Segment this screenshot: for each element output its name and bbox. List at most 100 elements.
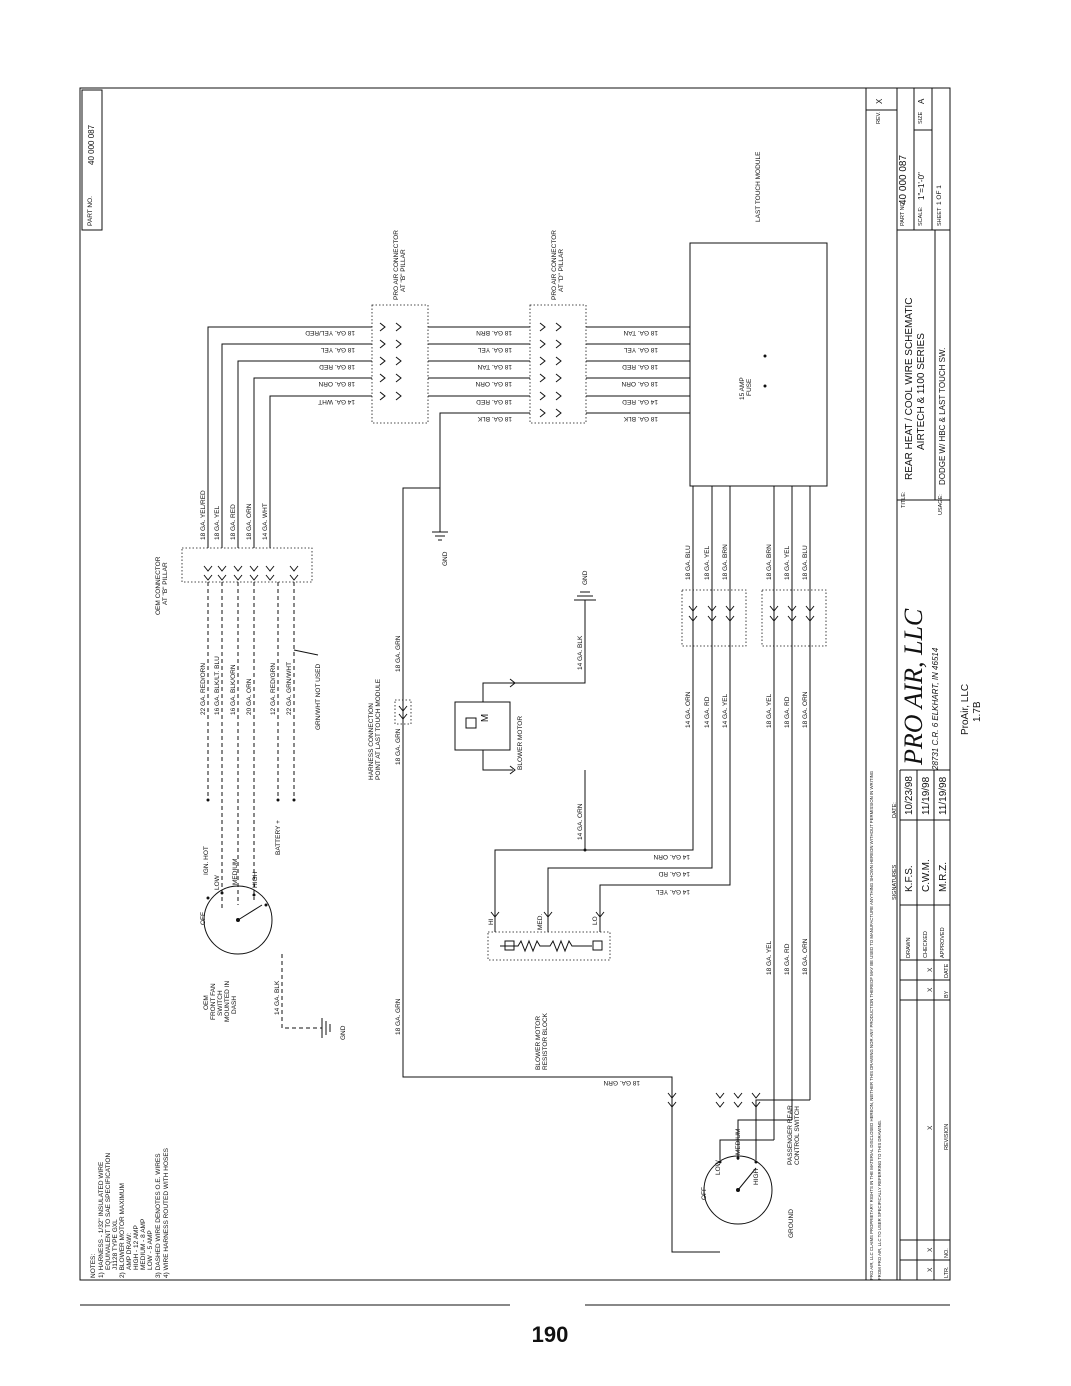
res-med-label: MED. [537,914,544,930]
res-lo-label: LO [592,916,599,925]
wire-label: 18 GA. ORN [802,691,809,728]
switch-contact [718,1160,722,1164]
wire-label: 18 GA. RED [319,363,355,370]
pillar-connector-b [371,304,429,424]
wire-label: 18 GA. RED [230,504,237,540]
wire-label: 18 GA. ORN [318,380,355,387]
rev-col-revision: REVISION [944,1124,950,1150]
size-label: SIZE [918,111,924,124]
title-block [865,87,951,1281]
switch-contact [206,896,210,900]
ground-symbol-motor [574,591,596,601]
signature-name: M.R.Z. [938,862,949,892]
switch-contact [220,891,224,895]
wire-label: 18 GA. YEL/RED [200,490,207,540]
rev-value: X [927,1247,934,1252]
component-label: FRONT FAN [210,983,217,1020]
wire-label: 18 GA. BRN [766,544,773,580]
wire-label: 14 GA. YEL [722,693,729,728]
wire-label: 16 GA. BLK/ORN [230,664,237,715]
connector-chevrons-top [379,322,562,418]
part-no-value: 40 000 087 [87,124,96,165]
oem-gnd-wire [281,954,322,1029]
battery-label: BATTERY + [275,820,282,855]
signature-name: K.F.S. [904,865,915,892]
blower-motor-terminal [465,717,477,729]
wire-label: 18 GA. YEL [477,346,512,353]
gnd-label: GND [340,1025,347,1040]
wire-label: 18 GA. YEL/RED [305,329,355,336]
signatures-label: SIGNATURES [892,864,898,900]
side-note: 1.7B [972,701,983,722]
rev-value: X [927,1125,934,1130]
motor-blk-wire [513,600,586,684]
wire-label: 18 GA. ORN [475,380,512,387]
rev-value: X [927,987,934,992]
resistor-element [500,939,592,953]
wire-label: 18 GA. YEL [623,346,658,353]
oem-dashed-wires [207,582,319,910]
drawing-border [79,87,951,1281]
scale-label: SCALE: [918,206,924,226]
wire-label: 14 GA. BLK [577,635,584,670]
sheet-value: 1 OF 1 [936,185,943,205]
wire-label: 14 GA. RED [622,398,658,405]
passenger-switch-position-labels: OFF LOW MEDIUM HIGH [701,1129,760,1200]
switch-contact [252,893,256,897]
top-right-wires [586,326,690,414]
switch-position-label: OFF [200,912,207,925]
note-line: 3) DASHED WIRE DENOTES O.E. WIRES [155,1153,162,1278]
wire-label: 18 GA. RED [476,398,512,405]
wire-label: 18 GA. YEL [766,940,773,975]
blower-motor [454,701,511,751]
motor-orn-wire [482,750,513,771]
oem-connector [181,547,313,583]
motor-chevron [509,678,516,688]
signature-date: 11/19/98 [921,776,932,815]
note-line: J1128 TYPE GXL [112,1219,119,1270]
oem-connector-label: AT "B" PILLAR [162,562,169,605]
component-label: DASH [231,996,238,1014]
passenger-switch-label: PASSENGER REAR [787,1105,794,1165]
proprietary-notice: PRO AIR, LLC CLAIMS PROPRIETARY RIGHTS I… [869,770,874,1280]
harness-chevron [398,705,408,720]
part-no-label: PART NO. [900,200,906,226]
size-value: A [917,98,926,104]
note-line: LOW - 5 AMP [147,1230,154,1270]
page-number: 190 [531,1322,569,1347]
wire-label: 14 GA. WHT [318,398,355,405]
resistor-block-label: BLOWER MOTOR [535,1016,542,1070]
res-hi-label: HI [488,918,495,925]
resistor-terminal [504,940,515,951]
wire-label: 18 GA. ORN [246,503,253,540]
oem-connector-label: OEM CONNECTOR [155,556,162,615]
wire-label: 18 GA. YEL [320,346,355,353]
wire-label: 18 GA. ORN [802,938,809,975]
note-line: MEDIUM - 8 AMP [140,1219,147,1270]
wire-label: 14 GA. ORN [653,853,690,860]
wire-label: 18 GA. BRN [476,329,512,336]
oem-lower-labels: 22 GA. RED/ORN 16 GA. BLK/LT. BLU 16 GA.… [200,656,322,730]
motor-chevron [509,765,516,775]
passenger-rear-switch [703,1155,773,1225]
pillar-connector-b-label: PRO AIR CONNECTOR [393,230,400,300]
wire-label: 18 GA. YEL [784,545,791,580]
signature-name: C.W.M. [921,859,932,892]
pillar-connector-b-label: AT "B" PILLAR [400,249,407,292]
signature-role: DRAWN [906,937,912,958]
oem-switch-label: OEM FRONT FAN SWITCH MOUNTED IN DASH [203,981,238,1022]
battery-terminal [292,798,296,802]
part-no-label: PART NO. [87,196,94,226]
switch-position-label: OFF [701,1187,708,1200]
pillar-connector-d [529,304,587,424]
wire-label: 18 GA. BLK [623,415,658,422]
wire-label: 18 GA. GRN [395,998,402,1035]
note-line: NOTES: [90,1254,97,1278]
switch-pivot [236,918,240,922]
part-no-value: 40 000 087 [898,155,909,205]
oem-chevrons [203,565,299,581]
usage-value: DODGE W/ HBC & LAST TOUCH SW. [938,348,947,485]
module-down-wires [692,486,811,1140]
note-line: 2) BLOWER MOTOR MAXIMUM [119,1183,126,1278]
